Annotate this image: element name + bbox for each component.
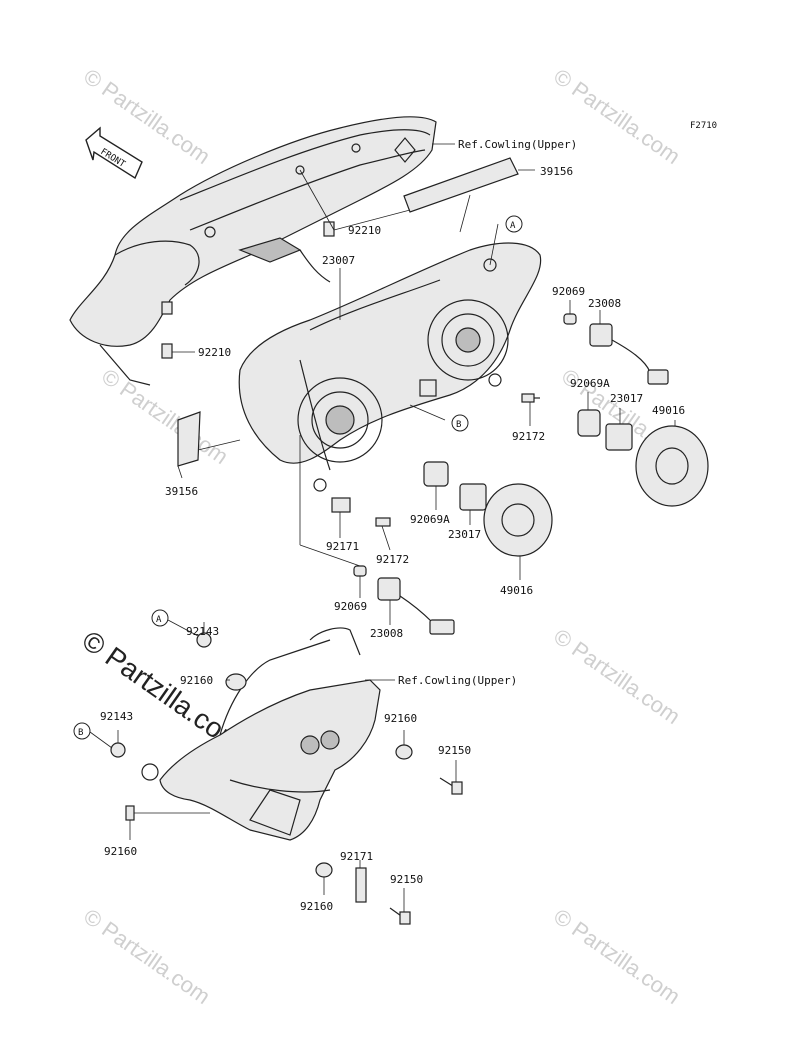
socket-23017-mid: [459, 483, 487, 511]
part-number-23008-mid: 23008: [370, 627, 403, 640]
bracket-92171-bottom: [355, 867, 367, 903]
part-number-92069A-right: 92069A: [570, 377, 610, 390]
part-number-92069-mid: 92069: [334, 600, 367, 613]
part-number-39156-top: 39156: [540, 165, 573, 178]
part-number-92160-b: 92160: [384, 712, 417, 725]
part-number-92160-d: 92160: [300, 900, 333, 913]
part-number-92171-mid: 92171: [326, 540, 359, 553]
clip-92210-left: [161, 343, 173, 359]
ref-cowling-label-bottom: Ref.Cowling(Upper): [398, 674, 517, 687]
socket-23017-right: [605, 423, 633, 451]
clip-92210-top: [323, 221, 335, 237]
headlight-stay-bracket: [141, 627, 381, 841]
socket-23008-top: [589, 323, 669, 385]
watermark: © Partzilla.com: [79, 904, 215, 1010]
part-number-23007: 23007: [322, 254, 355, 267]
part-number-49016-right: 49016: [652, 404, 685, 417]
clip-92160-b: [125, 805, 135, 821]
leader-lines: [89, 143, 676, 912]
socket-23008-mid: [377, 577, 455, 635]
circle-callout-a-top: A: [505, 215, 523, 233]
cap-49016-mid: [483, 483, 553, 557]
cap-49016-right: [635, 425, 709, 507]
part-number-49016-mid: 49016: [500, 584, 533, 597]
svg-text:B: B: [78, 728, 83, 738]
part-number-92150-a: 92150: [438, 744, 471, 757]
grommet-92160-a: [225, 673, 247, 691]
ref-cowling-label-top: Ref.Cowling(Upper): [458, 138, 577, 151]
headlight-assembly: [238, 242, 542, 492]
svg-text:A: A: [156, 615, 162, 625]
grommet-92143-b: [110, 742, 126, 758]
grommet-92160-d: [315, 862, 333, 878]
bulb-92069-mid: [353, 565, 367, 577]
bulb-92069A-right: [577, 409, 601, 437]
tape-39156-top: [403, 157, 519, 213]
screw-92172-mid: [375, 517, 391, 527]
part-number-92069-top: 92069: [552, 285, 585, 298]
circle-callout-b-bottom: B: [73, 722, 91, 740]
svg-text:A: A: [510, 221, 516, 231]
circle-callout-a-bottom: A: [151, 609, 169, 627]
upper-cowling: [69, 116, 437, 386]
grommet-92160-c: [395, 744, 413, 760]
tape-39156-left: [177, 411, 201, 467]
part-number-92160-a: 92160: [180, 674, 213, 687]
bolt-92150-a: [439, 777, 463, 795]
front-arrow-icon: FRONT: [85, 126, 143, 180]
circle-callout-b-mid: B: [451, 414, 469, 432]
bolt-92150-b: [389, 907, 411, 925]
part-number-92143-top: 92143: [186, 625, 219, 638]
bracket-92171-mid: [331, 497, 351, 513]
part-number-92210-left: 92210: [198, 346, 231, 359]
part-number-92069A-mid: 92069A: [410, 513, 450, 526]
svg-text:B: B: [456, 420, 461, 430]
watermark: © Partzilla.com: [549, 64, 685, 170]
figure-code: F2710: [690, 121, 717, 131]
part-number-23008-top: 23008: [588, 297, 621, 310]
bulb-92069A-mid: [423, 461, 449, 487]
part-number-39156-left: 39156: [165, 485, 198, 498]
bulb-92069-top: [563, 313, 577, 325]
part-number-92210-top: 92210: [348, 224, 381, 237]
part-number-92160-c: 92160: [104, 845, 137, 858]
part-number-92172-right: 92172: [512, 430, 545, 443]
watermark: © Partzilla.com: [549, 904, 685, 1010]
part-number-23017-mid: 23017: [448, 528, 481, 541]
watermark: © Partzilla.com: [549, 624, 685, 730]
part-number-92143-b: 92143: [100, 710, 133, 723]
part-number-92171-bottom: 92171: [340, 850, 373, 863]
clip-upper-left: [161, 301, 173, 315]
watermark: © Partzilla.com: [97, 364, 233, 470]
part-number-23017-right: 23017: [610, 392, 643, 405]
screw-head-92172-right: [521, 393, 535, 403]
part-number-92150-b: 92150: [390, 873, 423, 886]
part-number-92172-mid: 92172: [376, 553, 409, 566]
